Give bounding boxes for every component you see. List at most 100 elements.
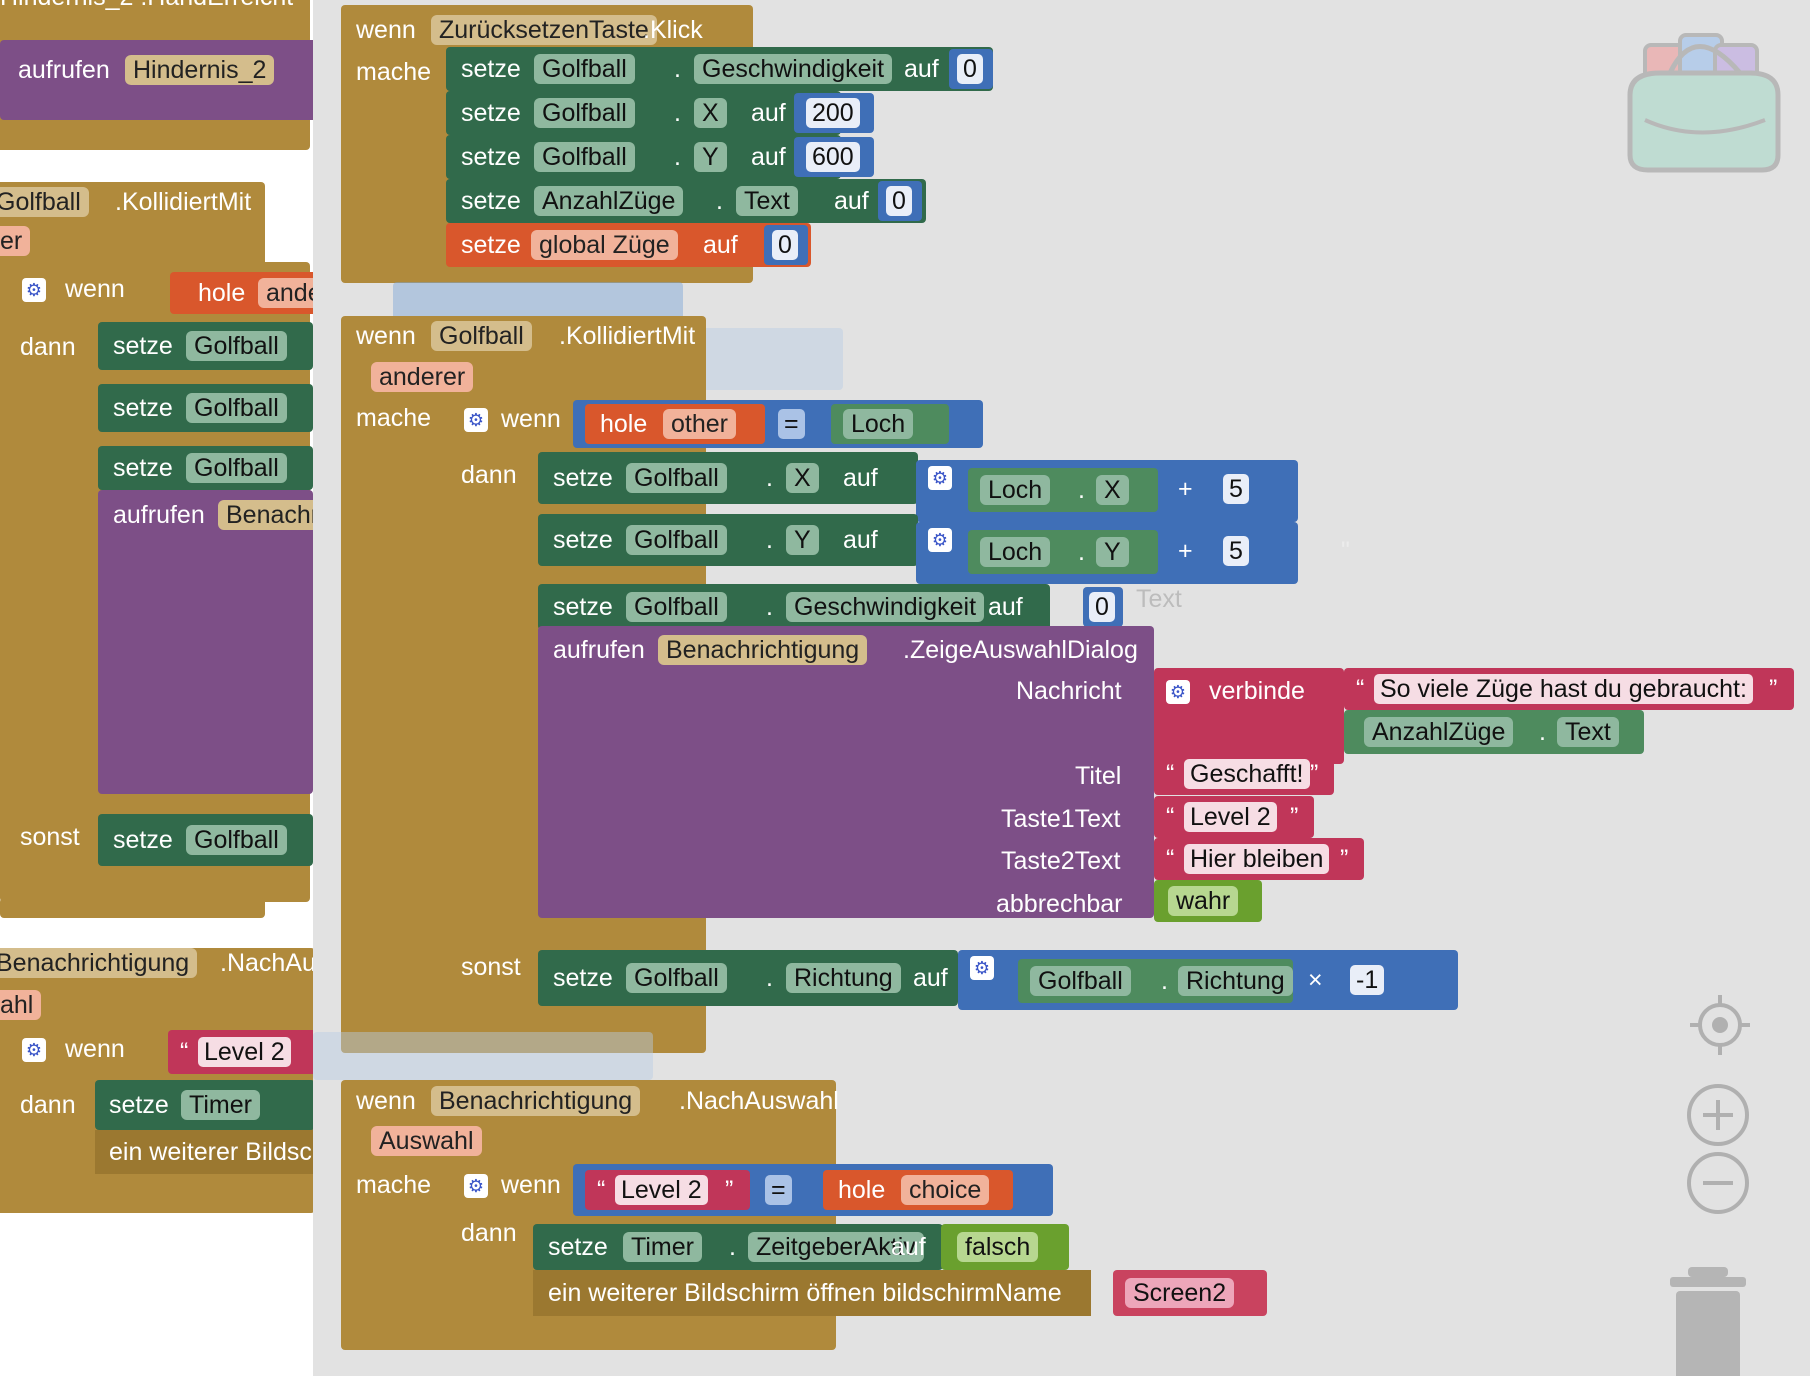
gear-icon[interactable]: ⚙ xyxy=(928,528,952,552)
x-dropdown[interactable]: X xyxy=(694,98,727,128)
golfball-dropdown[interactable]: Golfball xyxy=(626,592,727,622)
timer-dropdown[interactable]: Timer xyxy=(181,1090,260,1120)
y-dropdown[interactable]: Y xyxy=(786,525,819,555)
taste2-string[interactable]: Hier bleiben xyxy=(1184,844,1330,874)
multiply-block[interactable]: ⚙ Golfball . Richtung × -1 xyxy=(958,950,1458,1010)
button-dropdown[interactable]: ZurücksetzenTaste xyxy=(431,15,657,45)
golfball-dropdown[interactable]: Golfball xyxy=(186,453,287,483)
eq-dropdown[interactable]: = xyxy=(765,1175,792,1205)
setze-golfball-x[interactable]: setze Golfball . X auf xyxy=(538,452,918,504)
number-block[interactable]: 0 xyxy=(878,181,922,221)
event-block-nachauswahl-left[interactable]: Benachrichtigung .NachAusw ahl ⚙ wenn “ … xyxy=(0,948,313,1213)
event-block-nachauswahl[interactable]: wenn Benachrichtigung .NachAuswahl Auswa… xyxy=(341,1080,1267,1350)
eq-dropdown[interactable]: = xyxy=(778,409,805,439)
benach-dropdown[interactable]: Benachrichtigung xyxy=(0,948,198,978)
zoom-in-icon[interactable] xyxy=(1685,1082,1751,1148)
backpack-icon[interactable] xyxy=(1600,15,1790,175)
call-benach-left[interactable]: aufrufen Benachrich xyxy=(98,490,313,794)
number-value[interactable]: 0 xyxy=(1089,592,1115,622)
number-block[interactable]: 600 xyxy=(794,137,874,177)
setze-golfball-y[interactable]: setze Golfball . Y auf xyxy=(538,514,918,566)
add-block-x[interactable]: ⚙ Loch . X + 5 xyxy=(916,460,1298,522)
geschwindigkeit-dropdown[interactable]: Geschwindigkeit xyxy=(786,592,985,622)
setze-global-zuege[interactable]: setze global Züge auf 0 xyxy=(446,223,811,267)
number-block[interactable]: 0 xyxy=(764,225,808,265)
add-block-y[interactable]: ⚙ Loch . Y + 5 xyxy=(916,522,1298,584)
benach-dropdown[interactable]: Benachrich xyxy=(218,500,313,530)
gear-icon[interactable]: ⚙ xyxy=(928,466,952,490)
event-block-kollidiert[interactable]: wenn Golfball .KollidiertMit anderer mac… xyxy=(341,316,1794,1053)
call-zeige-auswahl-dialog[interactable]: aufrufen Benachrichtigung .ZeigeAuswahlD… xyxy=(538,626,1154,918)
golfball-dropdown[interactable]: Golfball xyxy=(626,963,727,993)
setze-golfball-1[interactable]: setze Golfball xyxy=(98,322,313,370)
gear-icon[interactable]: ⚙ xyxy=(464,408,488,432)
anzahlzuege-dropdown[interactable]: AnzahlZüge xyxy=(1364,717,1514,747)
blocks-workspace[interactable]: wenn ZurücksetzenTaste .Klick mache setz… xyxy=(313,0,1810,1381)
golfball-dropdown[interactable]: Golfball xyxy=(1030,966,1131,996)
level2-string[interactable]: Level 2 xyxy=(615,1175,708,1205)
logic-wahr[interactable]: wahr xyxy=(1154,880,1262,922)
setze-x[interactable]: setze Golfball . X auf 200 xyxy=(446,91,874,135)
anzahlzuege-text-getter[interactable]: AnzahlZüge . Text xyxy=(1344,710,1644,754)
golfball-dropdown[interactable]: Golfball xyxy=(186,393,287,423)
number-value[interactable]: 200 xyxy=(806,98,860,128)
golfball-dropdown[interactable]: Golfball xyxy=(0,187,89,217)
gear-icon[interactable]: ⚙ xyxy=(22,278,46,302)
number-block[interactable]: 200 xyxy=(794,93,874,133)
loch-component[interactable]: Loch xyxy=(831,404,949,444)
geschwindigkeit-dropdown[interactable]: Geschwindigkeit xyxy=(694,54,893,84)
call-block-hindernis[interactable]: aufrufen Hindernis_2 xyxy=(0,40,313,120)
golfball-richtung-getter[interactable]: Golfball . Richtung xyxy=(1018,959,1293,1003)
logic-falsch[interactable]: falsch xyxy=(941,1224,1069,1270)
loch-x-getter[interactable]: Loch . X xyxy=(968,468,1158,512)
richtung-dropdown[interactable]: Richtung xyxy=(1178,966,1293,996)
x-dropdown[interactable]: X xyxy=(1096,475,1129,505)
setze-golfball-3[interactable]: setze Golfball xyxy=(98,446,313,490)
message-string[interactable]: So viele Züge hast du gebraucht: xyxy=(1374,674,1753,704)
timer-dropdown[interactable]: Timer xyxy=(623,1232,702,1262)
loch-y-getter[interactable]: Loch . Y xyxy=(968,530,1158,574)
golfball-dropdown[interactable]: Golfball xyxy=(534,98,635,128)
choice-dropdown[interactable]: choice xyxy=(901,1175,990,1205)
number-value[interactable]: 0 xyxy=(772,230,798,260)
recenter-icon[interactable] xyxy=(1690,995,1750,1055)
setze-golfball-geschw[interactable]: setze Golfball . Geschwindigkeit auf 0 xyxy=(538,584,1123,630)
number-value[interactable]: 0 xyxy=(886,186,912,216)
screen2-dropdown[interactable]: Screen2 xyxy=(1125,1278,1235,1308)
zeitgeberaktiv-dropdown[interactable]: ZeitgeberAktiv xyxy=(748,1232,924,1262)
global-zuege-dropdown[interactable]: global Züge xyxy=(531,230,678,260)
loch-dropdown[interactable]: Loch xyxy=(980,475,1051,505)
y-dropdown[interactable]: Y xyxy=(1096,537,1129,567)
if-block-left[interactable]: ⚙ wenn hole anderer dann setze Golfball … xyxy=(0,262,313,902)
golfball-dropdown[interactable]: Golfball xyxy=(534,142,635,172)
number-value[interactable]: -1 xyxy=(1350,965,1385,995)
hindernis-dropdown[interactable]: Hindernis_2 xyxy=(125,55,275,85)
number-value[interactable]: 5 xyxy=(1223,536,1249,566)
text-dropdown[interactable]: Text xyxy=(736,186,798,216)
golfball-dropdown[interactable]: Golfball xyxy=(626,525,727,555)
gear-icon[interactable]: ⚙ xyxy=(970,956,994,980)
text-screen2[interactable]: Screen2 xyxy=(1113,1270,1267,1316)
number-value[interactable]: 600 xyxy=(806,142,860,172)
open-screen-block[interactable]: ein weiterer Bildschirm öffnen bildschir… xyxy=(533,1270,1091,1316)
gear-icon[interactable]: ⚙ xyxy=(464,1174,488,1198)
hole-choice-getter[interactable]: hole choice xyxy=(823,1170,1013,1210)
loch-dropdown[interactable]: Loch xyxy=(843,409,914,439)
number-value[interactable]: 5 xyxy=(1223,474,1249,504)
titel-string[interactable]: Geschafft! xyxy=(1184,759,1310,789)
trash-icon[interactable] xyxy=(1658,1265,1758,1381)
other-dropdown[interactable]: other xyxy=(663,409,736,439)
golfball-dropdown[interactable]: Golfball xyxy=(186,331,287,361)
anderer-dropdown[interactable]: anderer xyxy=(258,278,313,308)
setze-golfball-richtung[interactable]: setze Golfball . Richtung auf xyxy=(538,950,958,1006)
golfball-dropdown[interactable]: Golfball xyxy=(186,825,287,855)
compare-block-2[interactable]: “ Level 2 ” = hole choice xyxy=(573,1164,1053,1216)
y-dropdown[interactable]: Y xyxy=(694,142,727,172)
number-block[interactable]: 0 xyxy=(949,49,993,89)
text-so-viele[interactable]: “ So viele Züge hast du gebraucht: ” xyxy=(1344,668,1794,710)
event-block-hindernis[interactable]: Hindernis_2 .HandErreicht aufrufen Hinde… xyxy=(0,0,313,150)
hole-getter[interactable]: hole anderer xyxy=(170,272,313,314)
text-dropdown[interactable]: Text xyxy=(1557,717,1619,747)
richtung-dropdown[interactable]: Richtung xyxy=(786,963,901,993)
text-level2-compare[interactable]: “ Level 2 ” xyxy=(585,1170,750,1210)
